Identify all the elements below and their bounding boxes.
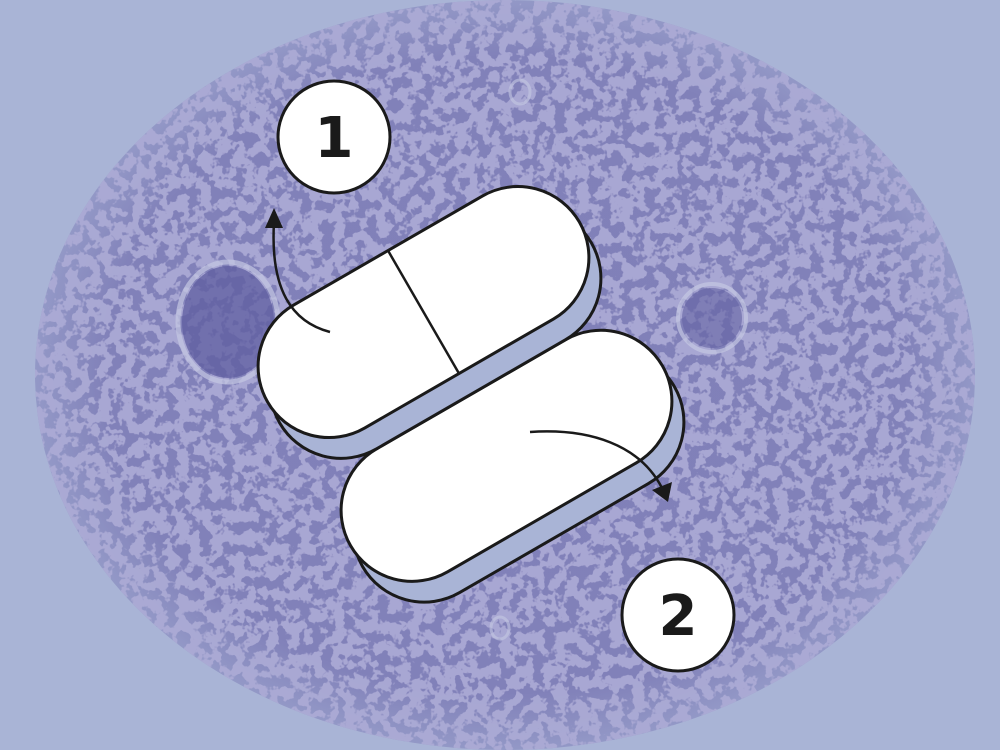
step-label-2: 2 xyxy=(659,584,698,649)
crater xyxy=(682,288,742,348)
crater xyxy=(489,615,511,641)
pill-bottom-half xyxy=(339,328,686,604)
crater xyxy=(182,266,274,378)
crater-rim xyxy=(676,282,748,354)
crater xyxy=(508,78,532,106)
score-line xyxy=(386,249,461,375)
arrow-icon xyxy=(529,430,672,502)
pill-top-half xyxy=(256,185,603,460)
step-badge-2: 2 xyxy=(620,557,736,673)
step-label-1: 1 xyxy=(315,106,354,171)
step-badge-1: 1 xyxy=(276,79,392,195)
pill-capsule-icon xyxy=(256,185,686,604)
arrow-icon xyxy=(265,208,331,334)
